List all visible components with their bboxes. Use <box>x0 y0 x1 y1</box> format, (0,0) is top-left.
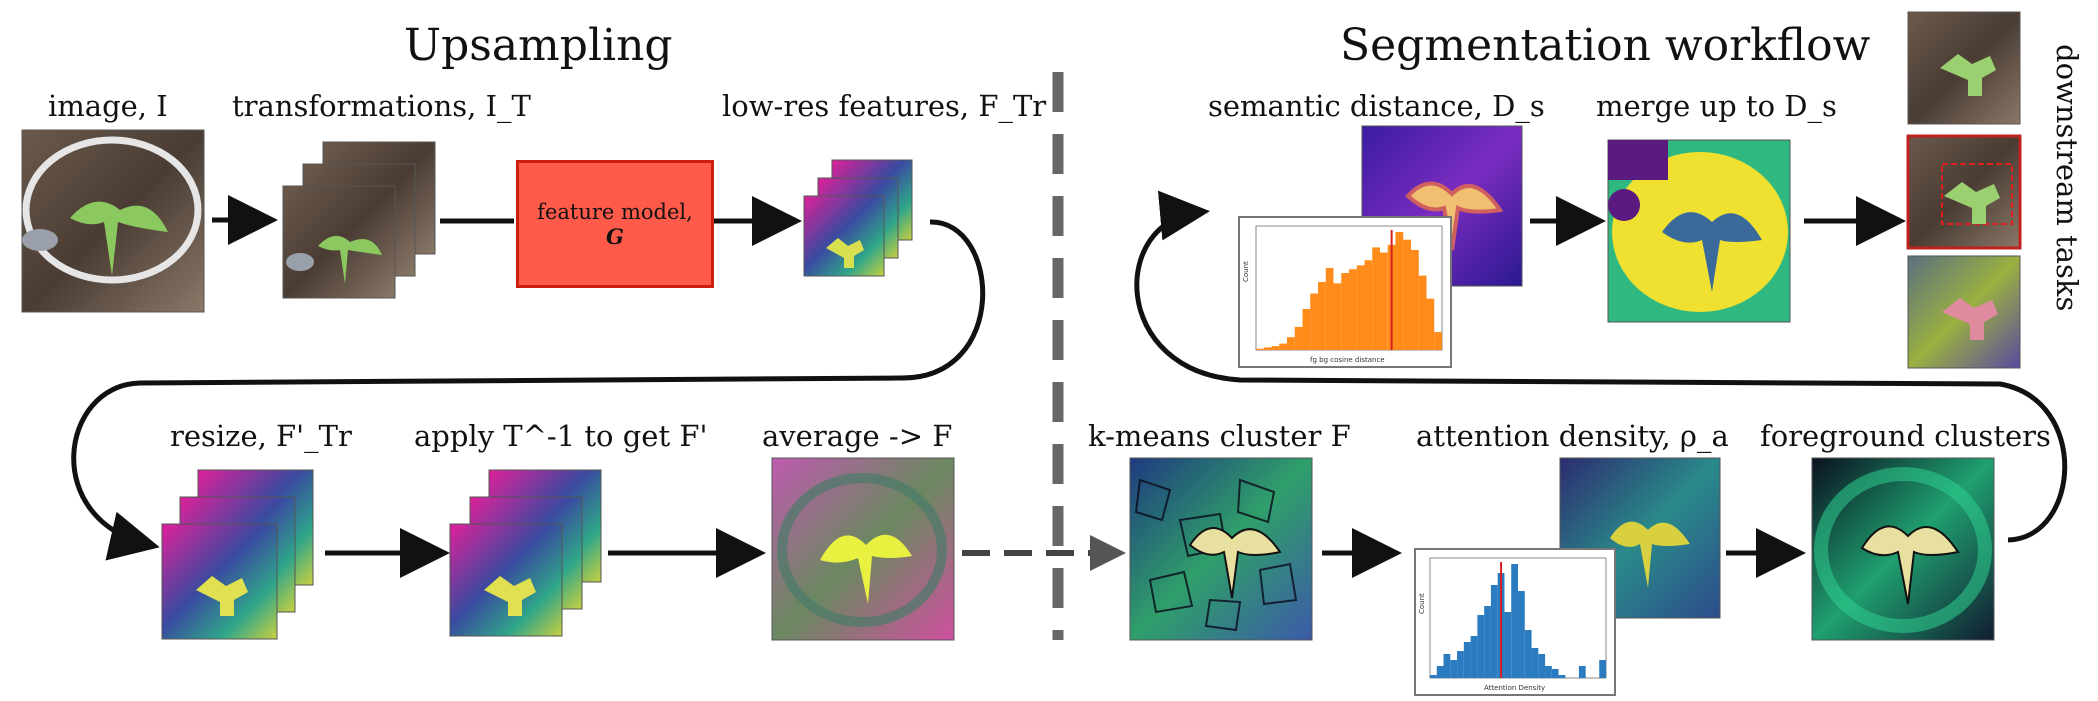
kmeans-label: k-means cluster F <box>1088 419 1351 453</box>
average-label: average -> F <box>762 419 953 453</box>
semantic-hist-bar <box>1287 337 1295 350</box>
attention-density-map <box>1559 457 1721 619</box>
semantic-hist-bar <box>1271 346 1280 350</box>
semantic-hist-bar <box>1411 249 1419 350</box>
average-feature-map <box>771 457 955 641</box>
low-res-feature-stack <box>803 159 913 277</box>
attention-histogram-plot <box>1429 557 1607 679</box>
semantic-hist-bar <box>1279 343 1287 350</box>
apply-inverse-label: apply T^-1 to get F' <box>414 419 708 453</box>
semantic-hist-bar <box>1256 348 1264 350</box>
merged-segmentation-map <box>1607 139 1791 323</box>
semantic-hist-bar <box>1434 332 1442 350</box>
attention-hist-bar <box>1463 642 1471 678</box>
low-res-label: low-res features, F_Tr <box>722 89 1047 123</box>
image-label: image, I <box>48 89 168 123</box>
attention-hist-xlabel: Attention Density <box>1484 684 1546 692</box>
semantic-distance-label: semantic distance, D_s <box>1208 89 1545 123</box>
segmentation-heading: Segmentation workflow <box>1340 20 1871 71</box>
input-image <box>21 129 205 313</box>
semantic-hist-xlabel: fg bg cosine distance <box>1310 356 1385 364</box>
semantic-hist-bar <box>1356 265 1365 350</box>
semantic-hist-bar <box>1426 298 1435 350</box>
attention-hist-bar <box>1457 651 1464 678</box>
feature-model-symbol: G <box>606 223 624 249</box>
resize-stack <box>161 469 314 640</box>
semantic-hist-ylabel: Count <box>1242 261 1250 282</box>
attention-hist-bar <box>1443 654 1451 678</box>
attention-hist-bar <box>1511 564 1518 678</box>
semantic-hist-bar <box>1349 269 1357 350</box>
semantic-hist-bar <box>1263 347 1272 350</box>
semantic-hist-bar <box>1395 232 1404 350</box>
attention-hist-bar <box>1490 585 1498 678</box>
semantic-hist-bar <box>1403 239 1411 350</box>
semantic-hist-bar <box>1418 275 1427 350</box>
attention-hist-bar <box>1524 630 1532 678</box>
semantic-distance-histogram: fg bg cosine distance Count <box>1238 216 1452 368</box>
attention-hist-bar <box>1545 666 1552 678</box>
semantic-hist-bar <box>1333 283 1342 350</box>
attention-hist-bar <box>1484 606 1491 678</box>
semantic-hist-bar <box>1341 273 1349 350</box>
attention-hist-bar <box>1578 666 1586 678</box>
attention-hist-bar <box>1558 675 1566 678</box>
semantic-hist-bar <box>1302 308 1311 350</box>
semantic-hist-bar <box>1380 252 1388 350</box>
semantic-hist-bar <box>1364 260 1373 350</box>
resize-label: resize, F'_Tr <box>170 419 352 453</box>
attention-hist-bar <box>1531 648 1539 678</box>
downstream-tasks-label: downstream tasks <box>2050 44 2084 312</box>
attention-hist-bar <box>1551 669 1559 678</box>
semantic-hist-bar <box>1325 267 1334 350</box>
downstream-thumbnails <box>1906 11 2022 369</box>
inverse-transform-stack <box>449 469 602 637</box>
semantic-histogram-plot <box>1255 225 1443 351</box>
attention-hist-bar <box>1477 615 1485 678</box>
attention-hist-bar <box>1518 591 1525 678</box>
merge-label: merge up to D_s <box>1596 89 1837 123</box>
semantic-hist-bar <box>1318 282 1326 350</box>
semantic-hist-bar <box>1294 326 1303 350</box>
attention-hist-bar <box>1436 666 1444 678</box>
attention-hist-bar <box>1504 612 1512 678</box>
attention-hist-bar <box>1538 654 1546 678</box>
foreground-clusters-label: foreground clusters <box>1760 419 2051 453</box>
semantic-hist-bar <box>1310 293 1318 350</box>
transformations-label: transformations, I_T <box>232 89 531 123</box>
attention-hist-bar <box>1599 660 1606 678</box>
feature-model-box: feature model, G <box>516 160 714 288</box>
attention-density-label: attention density, ρ_a <box>1416 419 1729 453</box>
feature-model-label: feature model, <box>537 199 693 224</box>
attention-hist-bar <box>1430 675 1437 678</box>
attention-hist-bar <box>1470 636 1478 678</box>
transformations-stack <box>282 141 436 299</box>
attention-hist-ylabel: Count <box>1418 593 1426 614</box>
attention-density-histogram: Attention Density Count <box>1414 548 1616 696</box>
attention-hist-bar <box>1450 660 1458 678</box>
semantic-hist-bar <box>1372 247 1380 350</box>
foreground-clusters-map <box>1811 457 1995 641</box>
upsampling-heading: Upsampling <box>404 20 673 71</box>
kmeans-cluster-map <box>1129 457 1313 641</box>
